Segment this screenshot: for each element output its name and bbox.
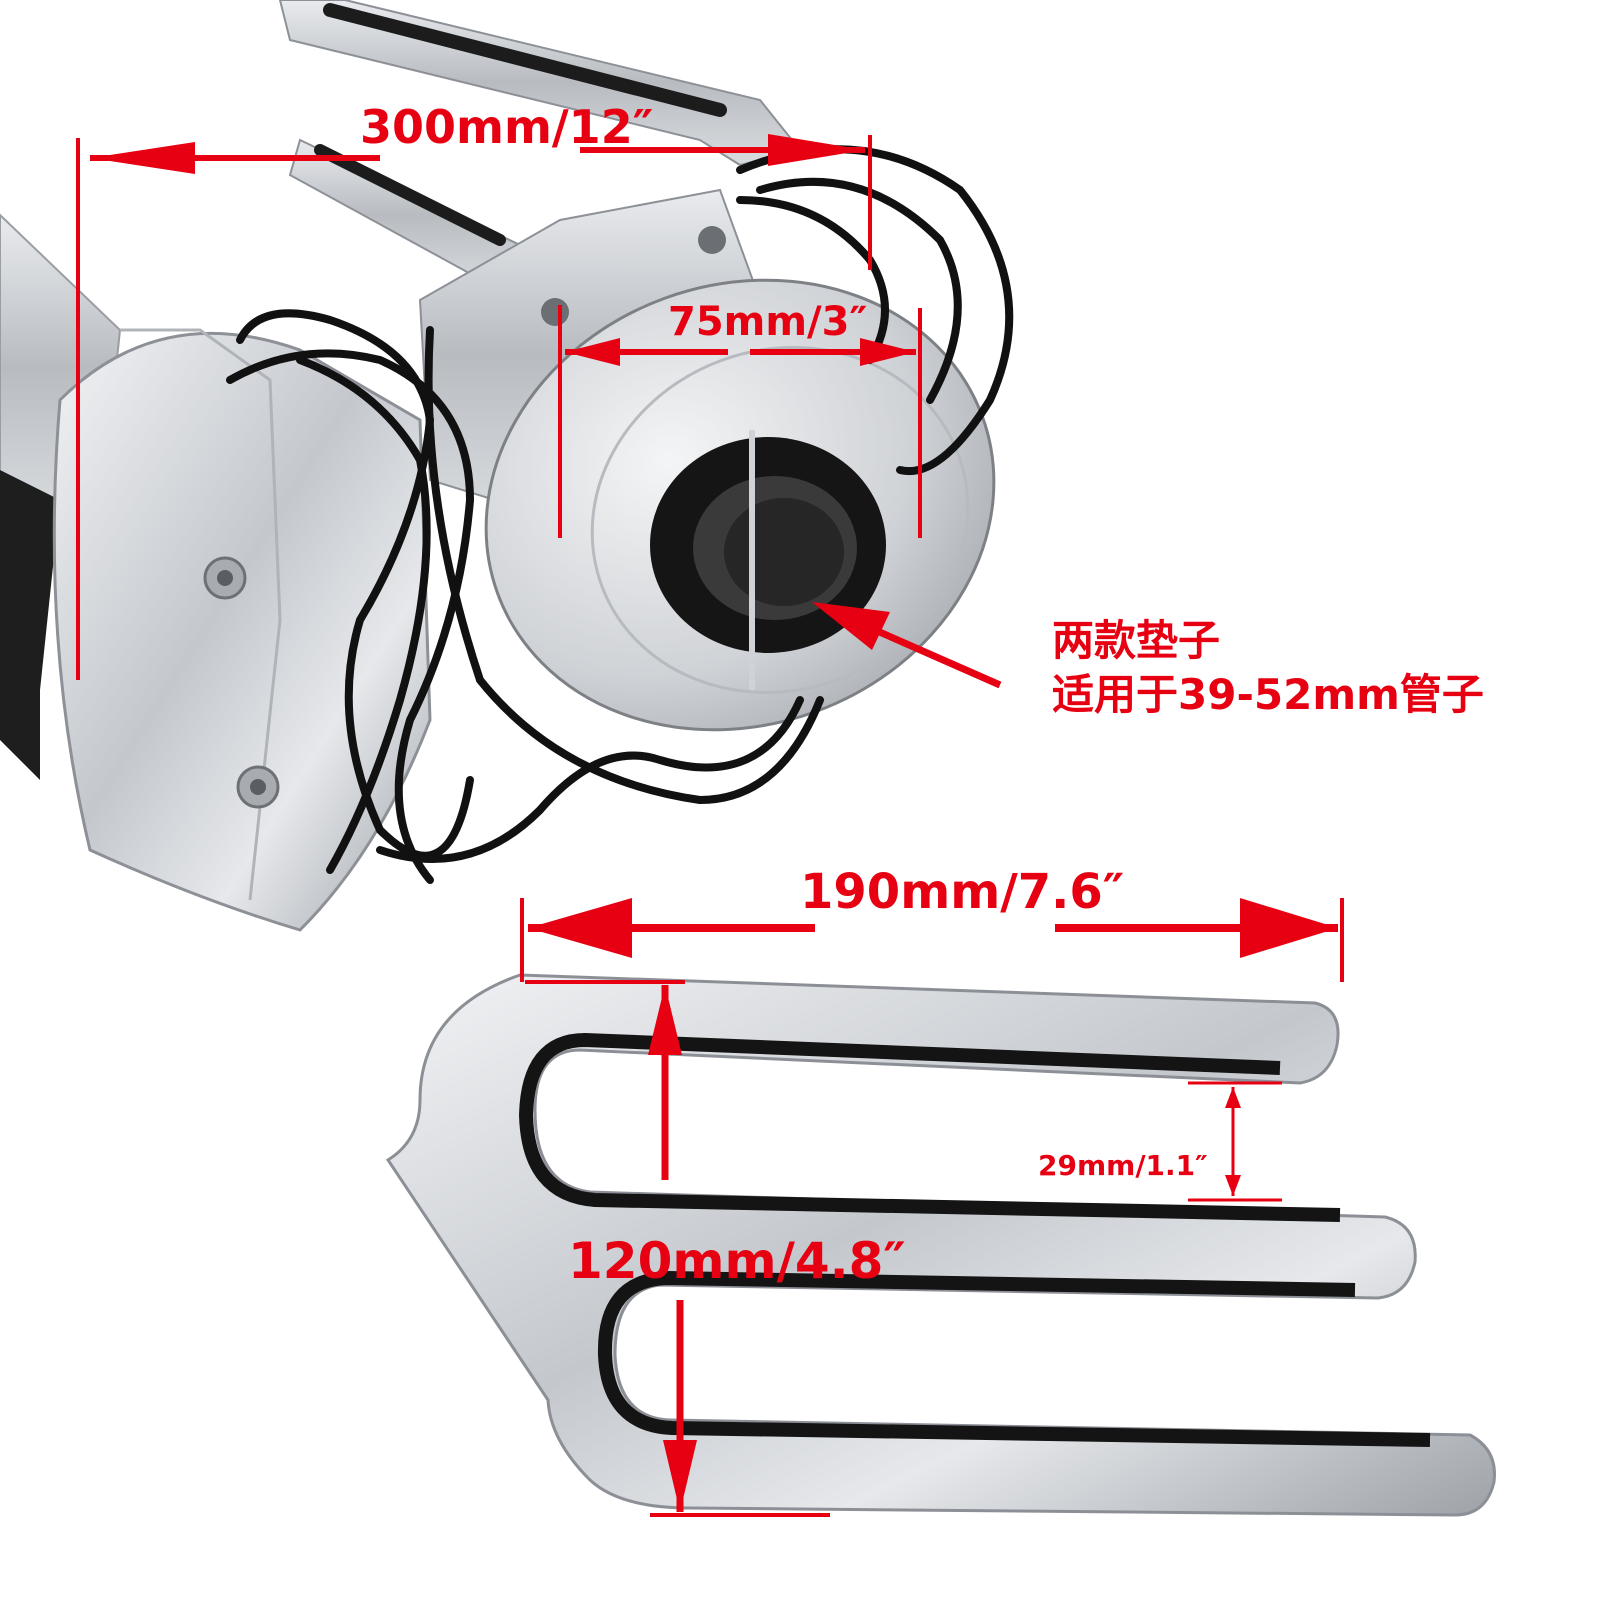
clamp-width-label: 75mm/3″ — [668, 299, 868, 345]
dimension-lines — [76, 134, 1344, 1517]
fork-plate — [385, 973, 1496, 1517]
pad-compatibility-note: 两款垫子 适用于39-52mm管子 — [1052, 614, 1484, 722]
overall-length-label: 300mm/12″ — [360, 100, 654, 154]
note-line-1: 两款垫子 — [1052, 616, 1221, 665]
note-line-2: 适用于39-52mm管子 — [1052, 670, 1484, 719]
slot-gap-label: 29mm/1.1″ — [1038, 1149, 1208, 1182]
fork-height-label: 120mm/4.8″ — [568, 1232, 906, 1290]
fork-length-label: 190mm/7.6″ — [800, 864, 1125, 920]
